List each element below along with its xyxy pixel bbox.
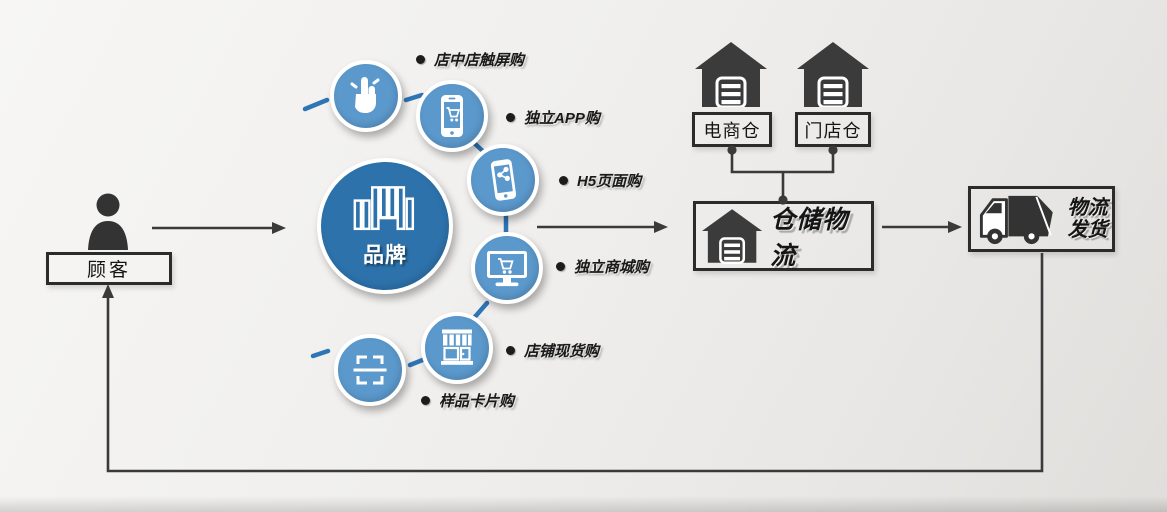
shipping-box: 物流 发货 (968, 186, 1115, 252)
feedback-line-shipping-to-customer (106, 253, 1044, 473)
channel-circle-h5 (467, 144, 539, 216)
scan-frame-icon (353, 355, 387, 385)
bullet-icon (421, 396, 430, 405)
channel-label-text: 店中店触屏购 (434, 52, 525, 69)
channel-circle-touch (330, 60, 402, 132)
bullet-icon (559, 176, 568, 185)
channel-label-mall: 独立商城购 (556, 256, 649, 277)
channel-circle-store (421, 312, 493, 384)
warehouse-icon (797, 42, 869, 107)
arrowhead (272, 222, 286, 234)
channel-label-store: 店铺现货购 (506, 340, 599, 361)
channel-label-text: 独立APP购 (524, 110, 600, 127)
shipping-label-line1: 物流 (1067, 196, 1108, 219)
warehouse-logistics-box: 仓储物流 (693, 201, 874, 271)
channel-label-h5: H5页面购 (559, 170, 641, 191)
store-warehouse-box: 门店仓 (795, 112, 871, 147)
channel-label-sample: 样品卡片购 (421, 390, 514, 411)
shipping-label: 物流 发货 (1068, 197, 1108, 242)
warehouse-icon (695, 42, 767, 107)
shipping-label-line2: 发货 (1067, 219, 1108, 241)
channel-label-text: 样品卡片购 (439, 393, 515, 410)
arrowhead (948, 221, 962, 233)
channel-label-text: 独立商城购 (574, 259, 650, 276)
truck-icon (979, 195, 1053, 245)
phone-cart-icon (441, 95, 463, 137)
brand-building-icon (353, 186, 415, 231)
bullet-icon (556, 262, 565, 271)
customer-box: 顾客 (46, 252, 172, 285)
channel-circle-app (416, 80, 488, 152)
channel-circle-mall (471, 232, 543, 304)
monitor-cart-icon (487, 251, 527, 287)
warehouse-icon (702, 209, 763, 264)
arrowhead (102, 284, 114, 298)
storefront-icon (441, 329, 473, 365)
ecommerce-warehouse-label: 电商仓 (703, 120, 761, 141)
touch-hand-icon (350, 77, 380, 113)
warehouse-logistics-label: 仓储物流 (770, 206, 849, 270)
bullet-icon (506, 346, 515, 355)
person-icon (88, 193, 128, 250)
brand-circle: 品牌 (317, 158, 453, 294)
channel-label-text: H5页面购 (577, 173, 642, 190)
bullet-icon (506, 113, 515, 122)
channel-circle-sample (334, 334, 406, 406)
channel-label-app: 独立APP购 (506, 107, 600, 128)
brand-label: 品牌 (363, 244, 407, 267)
customer-label: 顾客 (86, 260, 131, 281)
ecommerce-warehouse-box: 电商仓 (692, 112, 772, 147)
channel-label-text: 店铺现货购 (524, 343, 600, 360)
store-warehouse-label: 门店仓 (804, 120, 862, 141)
arrowhead (654, 221, 668, 233)
channel-label-touch: 店中店触屏购 (416, 49, 524, 70)
phone-share-icon (490, 159, 517, 201)
bullet-icon (416, 55, 425, 64)
